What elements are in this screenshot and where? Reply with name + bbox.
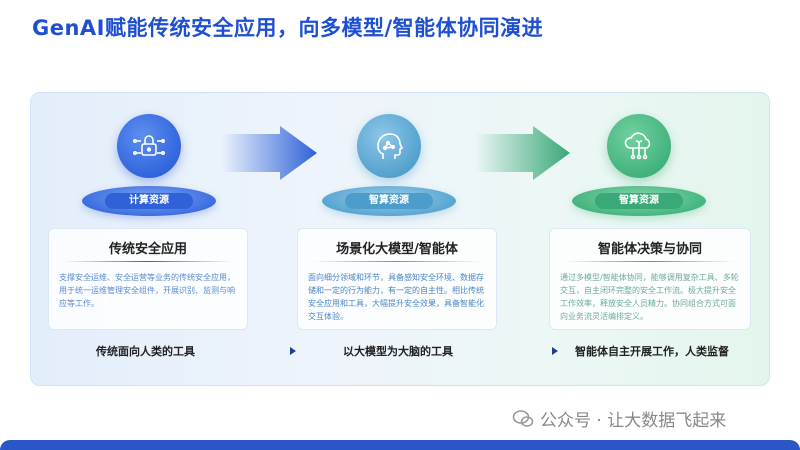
stage-1-badge: 计算资源 <box>105 193 193 209</box>
watermark-text: 公众号 · 让大数据飞起来 <box>540 411 727 431</box>
stage-arrow-2-icon <box>475 126 570 180</box>
stage-1-caption: 传统面向人类的工具 <box>96 345 195 358</box>
stage-3-caption: 智能体自主开展工作，人类监督 <box>575 345 729 358</box>
watermark: 公众号 · 让大数据飞起来 <box>512 406 726 431</box>
stage-3-divider <box>564 261 736 262</box>
caption-arrow-1-icon <box>238 347 296 355</box>
stage-1-icon-circle <box>117 114 181 178</box>
stage-2-card-title: 场景化大模型/智能体 <box>336 242 458 257</box>
page-title: GenAI赋能传统安全应用，向多模型/智能体协同演进 <box>32 16 544 40</box>
ai-head-icon <box>377 133 404 159</box>
stage-2-icon-circle <box>357 114 421 178</box>
cloud-brain-icon <box>624 132 651 160</box>
stage-3-card: 智能体决策与协同 通过多模型/智能体协同，能够调用复杂工具、多轮交互，自主闭环完… <box>549 228 751 330</box>
stage-2-badge: 智算资源 <box>345 193 433 209</box>
stage-1-divider <box>63 261 233 262</box>
stage-3-badge: 智算资源 <box>595 193 683 209</box>
stage-arrow-1-icon <box>222 126 317 180</box>
stage-2-caption: 以大模型为大脑的工具 <box>343 345 453 358</box>
stage-1-card-desc: 支撑安全运维、安全运营等业务的传统安全应用，用于统一运维管理安全组件，开展识别、… <box>59 273 235 308</box>
bottom-bar <box>0 440 800 450</box>
stage-1-card-title: 传统安全应用 <box>108 242 187 257</box>
stage-2-card: 场景化大模型/智能体 面向细分领域和环节，具备感知安全环境、数据存储和一定的行为… <box>297 228 497 330</box>
stage-3-card-title: 智能体决策与协同 <box>597 242 702 257</box>
stage-2-divider <box>312 261 482 262</box>
wechat-icon <box>512 409 534 427</box>
lock-circuit-icon <box>132 135 165 156</box>
stage-1-card: 传统安全应用 支撑安全运维、安全运营等业务的传统安全应用，用于统一运维管理安全组… <box>48 228 248 330</box>
stage-3-card-desc: 通过多模型/智能体协同，能够调用复杂工具、多轮交互，自主闭环完整的安全工作流。极… <box>560 273 739 321</box>
caption-arrow-2-icon <box>500 347 558 355</box>
stage-3-icon-circle <box>607 114 671 178</box>
stage-2-card-desc: 面向细分领域和环节，具备感知安全环境、数据存储和一定的行为能力，有一定的自主性。… <box>308 273 484 321</box>
